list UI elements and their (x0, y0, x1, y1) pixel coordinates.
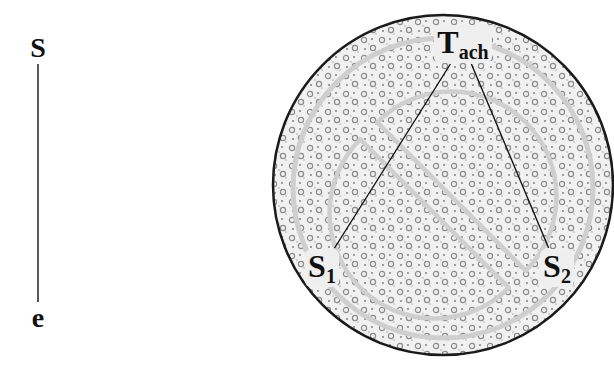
node-symbol: e (32, 302, 44, 333)
top-label: S (27, 33, 49, 63)
bottom-label: e (29, 303, 47, 333)
node-symbol: S (30, 32, 46, 63)
node-symbol: S (543, 248, 561, 284)
split-halves (286, 48, 600, 362)
tree-branch (37, 64, 38, 302)
left-label: S1 (305, 249, 339, 287)
outer-disc (273, 15, 613, 355)
right-label: S2 (540, 249, 574, 287)
node-symbol: S (308, 248, 326, 284)
tree-branch (335, 64, 451, 248)
subscript: ach (459, 41, 489, 63)
subscript: 2 (561, 265, 571, 287)
apex-label: Tach (434, 25, 491, 63)
subscript: 1 (326, 265, 336, 287)
node-symbol: T (437, 24, 458, 60)
tree-branch (471, 64, 548, 248)
